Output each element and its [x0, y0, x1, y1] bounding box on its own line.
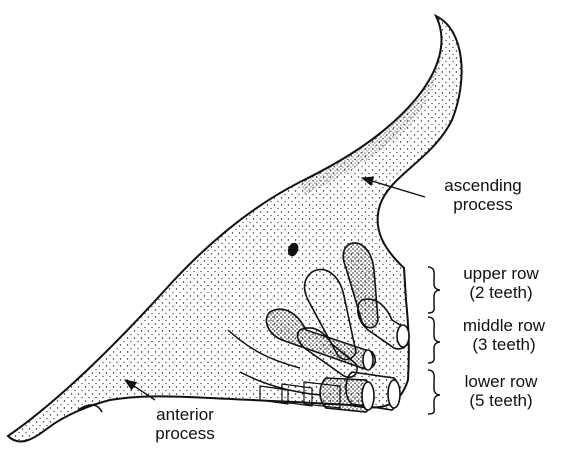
tooth-tip [388, 380, 400, 408]
lower-row-label: lower row (5 teeth) [446, 372, 556, 410]
middle-row-brace [428, 317, 440, 363]
label-line: (5 teeth) [446, 391, 556, 410]
anterior-process-label: anterior process [140, 405, 230, 443]
label-line: middle row [446, 316, 562, 335]
ascending-process-label: ascending process [428, 176, 538, 214]
label-line: ascending [428, 176, 538, 195]
lower-row-brace [428, 370, 440, 414]
label-line: upper row [446, 264, 556, 283]
label-line: process [428, 195, 538, 214]
tooth-tip [397, 325, 409, 347]
upper-row-brace [428, 267, 440, 313]
tooth-tip [363, 350, 373, 370]
middle-row-label: middle row (3 teeth) [446, 316, 562, 354]
label-line: (2 teeth) [446, 283, 556, 302]
label-line: process [140, 424, 230, 443]
label-line: (3 teeth) [446, 335, 562, 354]
label-line: lower row [446, 372, 556, 391]
upper-row-label: upper row (2 teeth) [446, 264, 556, 302]
tooth-tip [362, 382, 374, 410]
label-line: anterior [140, 405, 230, 424]
